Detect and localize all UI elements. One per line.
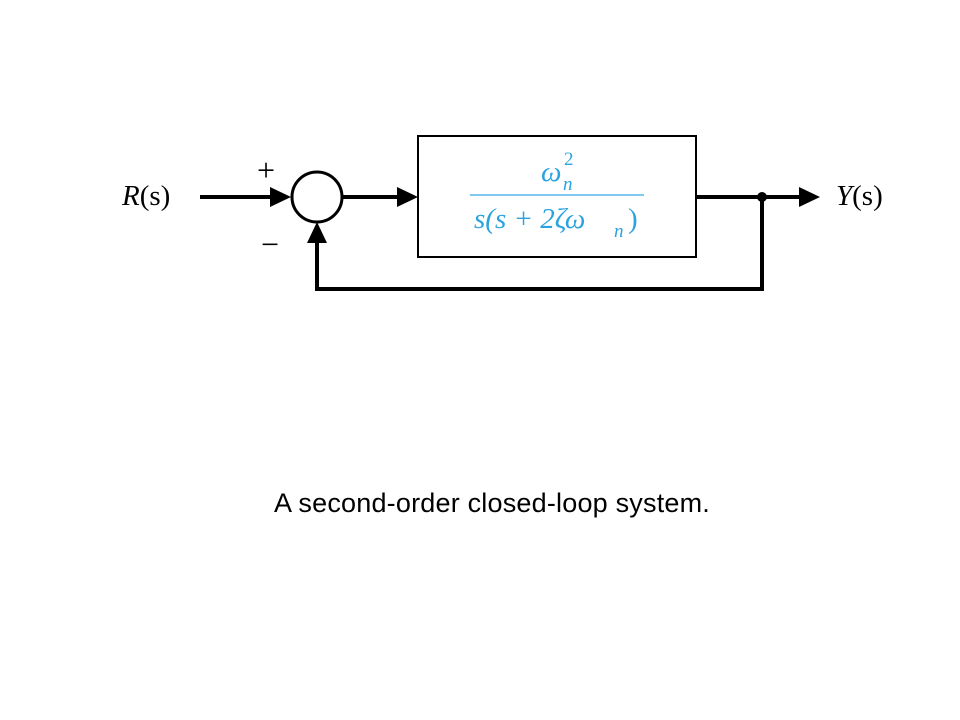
summing-junction: [290, 170, 344, 224]
input-label-arg: (s): [140, 180, 171, 212]
output-label: Y(s): [836, 180, 883, 212]
error-arrowhead: [397, 187, 418, 207]
denominator-subscript: n: [614, 221, 624, 242]
transfer-function-block: [417, 135, 697, 258]
input-arrowhead: [270, 187, 291, 207]
numerator-subscript: n: [563, 174, 573, 195]
output-label-arg: (s): [852, 180, 883, 212]
denominator: s(s + 2ζω: [474, 203, 585, 235]
feedback-path: [315, 197, 764, 291]
output-label-symbol: Y: [836, 180, 855, 212]
numerator: ω: [541, 156, 561, 188]
plus-sign: +: [257, 152, 275, 188]
numerator-superscript: 2: [564, 149, 574, 170]
input-label: R(s): [121, 180, 170, 212]
feedback-arrowhead: [307, 222, 327, 243]
denominator-close-paren: ): [628, 203, 638, 235]
numerator-omega: ω: [541, 156, 561, 188]
input-label-symbol: R: [121, 180, 140, 212]
minus-sign: −: [261, 226, 279, 262]
output-arrowhead: [799, 187, 820, 207]
figure-caption: A second-order closed-loop system.: [274, 488, 711, 518]
